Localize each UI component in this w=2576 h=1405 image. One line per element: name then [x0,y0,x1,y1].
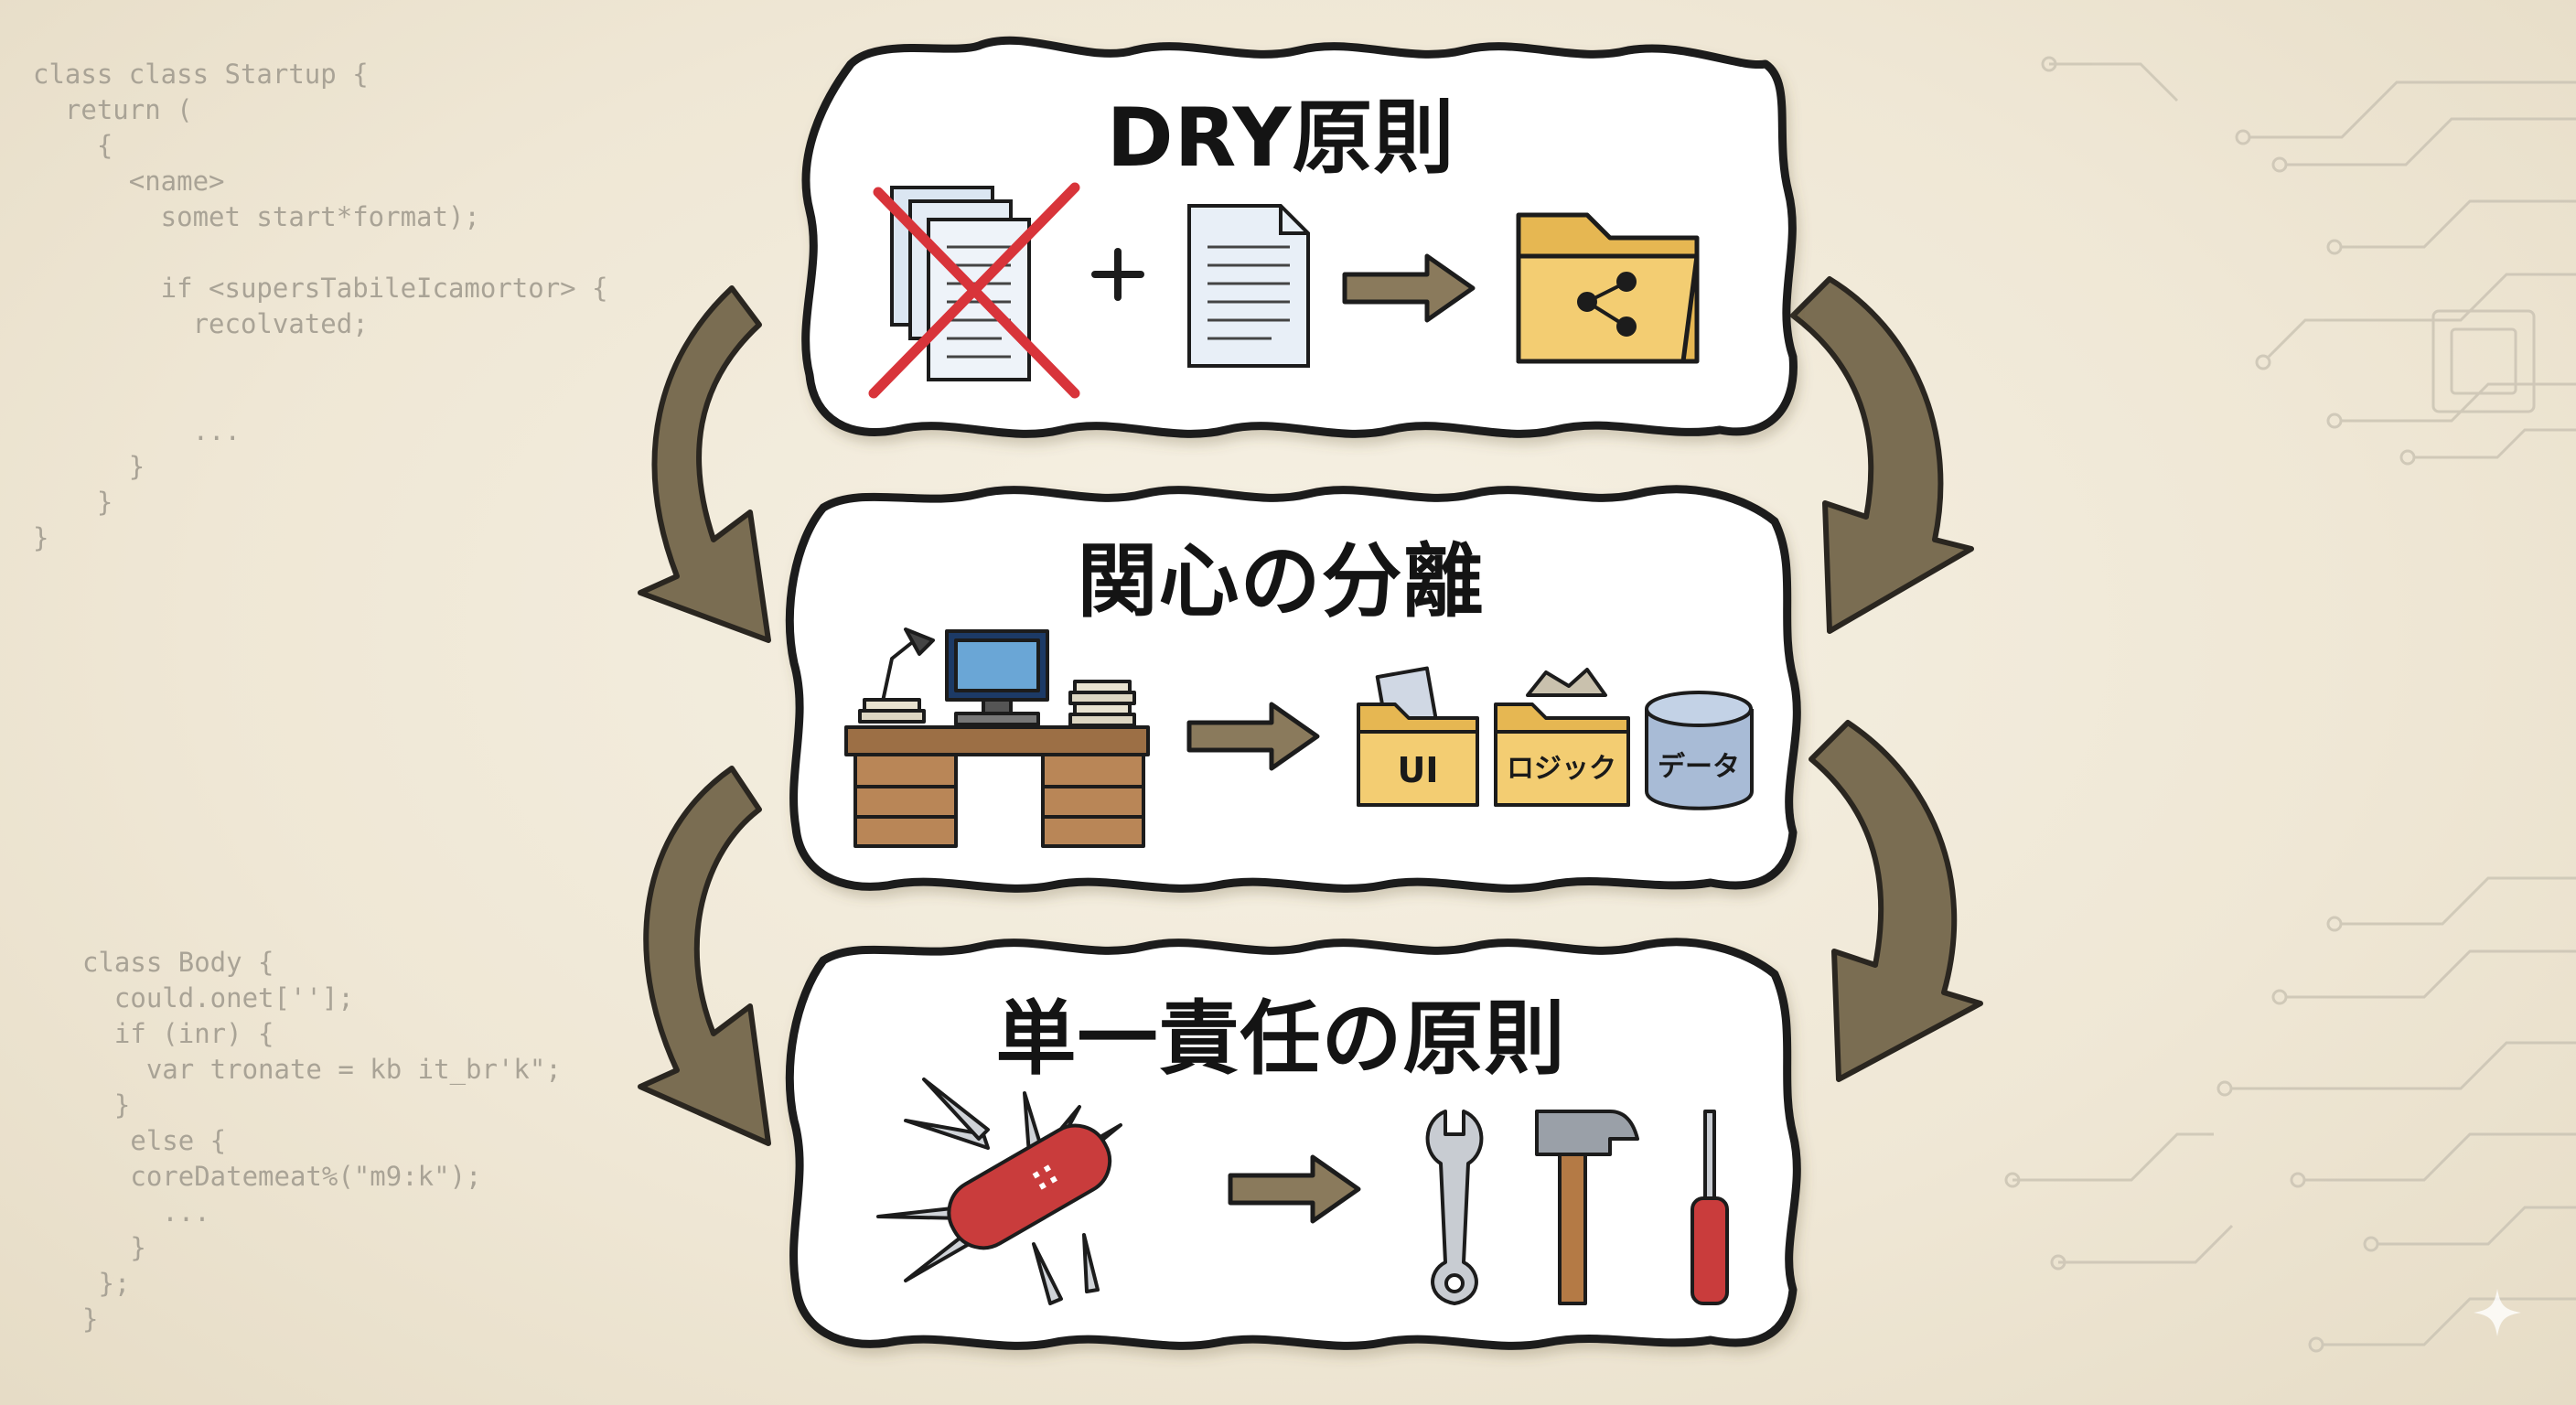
documents-crossed-icon [868,182,1080,399]
arrow-left-bottom-icon [638,766,771,1146]
code-line: class Body { [82,947,274,978]
logic-folder-icon [1494,668,1630,807]
arrow-right-top-icon [1790,276,1974,634]
dry-title: DRY原則 [1106,91,1455,185]
code-line: else { [82,1125,227,1156]
arrow-right-icon [1342,253,1476,323]
code-line: } [33,451,145,482]
sparkle-icon [2474,1289,2521,1336]
hammer-icon [1535,1110,1639,1305]
code-line: could.onet['']; [82,982,354,1014]
code-line: }; [82,1268,131,1299]
code-line: class class Startup { [33,59,369,90]
code-line: } [82,1303,99,1335]
code-line: coreDatemeat%("m9:k"); [82,1161,482,1192]
code-line: } [82,1089,131,1121]
srp-title: 単一責任の原則 [995,992,1566,1086]
database-icon [1645,691,1754,810]
screwdriver-icon [1690,1110,1729,1305]
code-line: } [33,522,49,553]
code-line: } [82,1232,146,1263]
folder-label-ui: UI [1398,750,1439,790]
code-line: { [33,130,113,161]
arrow-left-top-icon [638,285,771,643]
document-icon [1187,204,1310,368]
ui-folder-icon [1357,666,1479,807]
code-line: return ( [33,94,193,125]
wrench-icon [1425,1110,1484,1305]
folder-label-logic: ロジック [1507,753,1616,785]
flow-arrows [638,276,1983,1146]
code-line: if (inr) { [82,1018,274,1049]
shared-folder-icon [1516,212,1700,364]
separation-title: 関心の分離 [1077,534,1485,628]
circuit-decoration [2004,56,2576,1353]
code-line: somet start*format); [33,201,480,232]
code-line: ... [82,1196,210,1228]
folder-label-data: データ [1658,751,1740,783]
code-line: recolvated; [33,308,369,339]
messy-desk-icon [844,627,1150,848]
arrow-right-bottom-icon [1809,720,1983,1082]
arrow-right-icon [1186,702,1320,771]
plus-icon [1091,248,1144,301]
background-code-bottom: class Body { could.onet['']; if (inr) { … [82,945,562,1337]
code-line: <name> [33,166,225,197]
code-line: ... [33,415,241,446]
background-code-top: class class Startup { return ( { <name> … [33,57,608,556]
code-line: var tronate = kb it_br'k"; [82,1054,562,1085]
panel-srp-cloud [785,938,1801,1350]
code-line: } [33,487,113,518]
multitool-icon [876,1078,1122,1305]
code-line: if <supersTabileIcamortor> { [33,273,608,304]
arrow-right-icon [1228,1154,1361,1224]
